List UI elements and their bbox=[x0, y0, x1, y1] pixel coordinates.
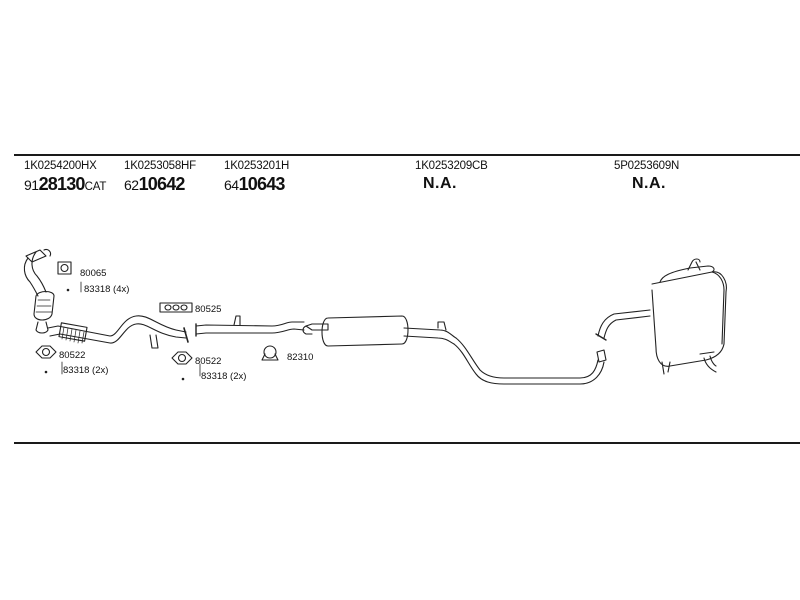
gasket-80525 bbox=[159, 302, 193, 313]
price-main: 10642 bbox=[138, 174, 186, 194]
gasket-80522-left bbox=[35, 345, 57, 359]
front-pipe bbox=[47, 315, 189, 349]
callout-80522-left: 80522 bbox=[59, 350, 85, 361]
price-prefix: 64 bbox=[224, 177, 239, 193]
part-column-catalyst: 1K0254200HX 9128130CAT bbox=[24, 160, 106, 196]
price-main: 10643 bbox=[238, 174, 286, 194]
price-main: 28130 bbox=[38, 174, 86, 194]
part-column-middle-pipe: 1K0253201H 6410643 bbox=[224, 160, 289, 195]
callout-83318-2x-mid: 83318 (2x) bbox=[201, 371, 246, 382]
part-number: 1K0253058HF bbox=[124, 160, 196, 172]
clamp-82310 bbox=[261, 345, 279, 361]
gasket-80522-mid bbox=[171, 351, 193, 365]
top-divider bbox=[14, 154, 800, 156]
price-prefix: 62 bbox=[124, 177, 139, 193]
part-column-front-pipe: 1K0253058HF 6210642 bbox=[124, 160, 196, 195]
callout-82310: 82310 bbox=[287, 352, 313, 363]
part-number: 1K0253201H bbox=[224, 160, 290, 172]
part-number: 5P0253609N bbox=[614, 160, 680, 172]
price-na: N.A. bbox=[632, 175, 666, 192]
part-number: 1K0253209CB bbox=[415, 160, 488, 172]
bottom-divider bbox=[14, 442, 800, 444]
gasket-80065 bbox=[57, 261, 72, 275]
bolt-icon bbox=[66, 288, 70, 292]
price-code: 9128130CAT bbox=[24, 175, 106, 196]
part-number: 1K0254200HX bbox=[24, 160, 97, 172]
bolt-icon bbox=[44, 370, 48, 374]
price-code: N.A. bbox=[415, 175, 488, 193]
price-code: 6210642 bbox=[124, 175, 196, 195]
middle-silencer bbox=[302, 315, 607, 385]
callout-83318-2x-left: 83318 (2x) bbox=[63, 365, 108, 376]
callout-80522-mid: 80522 bbox=[195, 356, 221, 367]
price-code: 6410643 bbox=[224, 175, 289, 195]
part-column-rear-silencer: 5P0253609N N.A. bbox=[614, 160, 679, 193]
price-prefix: 91 bbox=[24, 177, 39, 193]
part-column-middle-silencer: 1K0253209CB N.A. bbox=[415, 160, 488, 193]
price-code: N.A. bbox=[614, 175, 679, 193]
callout-80065: 80065 bbox=[80, 268, 106, 279]
catalytic-converter bbox=[23, 248, 55, 334]
bolt-icon bbox=[181, 377, 185, 381]
price-na: N.A. bbox=[423, 175, 457, 192]
rear-silencer bbox=[595, 258, 727, 375]
callout-80525: 80525 bbox=[195, 304, 221, 315]
callout-83318-4x: 83318 (4x) bbox=[84, 284, 129, 295]
middle-pipe bbox=[195, 315, 305, 337]
price-suffix: CAT bbox=[84, 181, 107, 193]
